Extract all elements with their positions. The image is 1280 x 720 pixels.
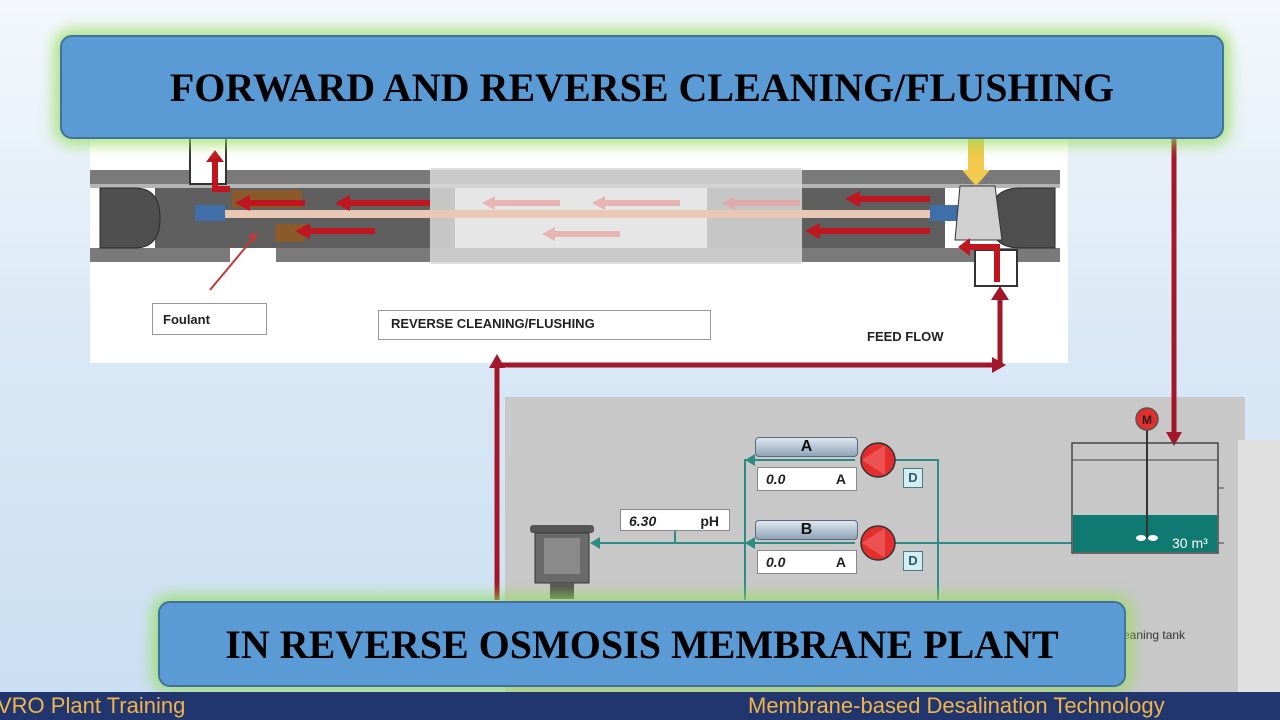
- foulant-pointer: [209, 235, 256, 291]
- foulant-label: Foulant: [152, 303, 267, 335]
- flow-arrow: [335, 195, 430, 211]
- pump-a-detail-button[interactable]: D: [903, 468, 923, 488]
- panel-right-strip: [1238, 440, 1280, 692]
- mode-label: REVERSE CLEANING/FLUSHING: [378, 310, 711, 340]
- ph-readout: 6.30 pH: [620, 509, 730, 531]
- svg-text:M: M: [1142, 413, 1152, 427]
- ph-value: 6.30: [629, 513, 657, 529]
- pump-b-current: 0.0 A: [757, 550, 857, 574]
- left-end-cap: [99, 187, 161, 249]
- foulant-deposit-bottom: [275, 224, 305, 242]
- pump-b-label: B: [755, 520, 858, 540]
- pump-a-label: A: [755, 437, 858, 457]
- pump-a-current: 0.0 A: [757, 467, 857, 491]
- footer-bar: [0, 692, 1280, 720]
- flow-arrow: [592, 196, 680, 210]
- pipe-arrow-right: [992, 357, 1006, 373]
- flow-arrow: [482, 196, 560, 210]
- outlet-arrow: [206, 150, 230, 192]
- pump-b-icon[interactable]: [860, 525, 896, 561]
- flow-arrow: [845, 191, 930, 207]
- title-text: FORWARD AND REVERSE CLEANING/FLUSHING: [169, 64, 1115, 110]
- foulant-pointer-head: [248, 232, 258, 243]
- flow-arrow: [542, 227, 620, 241]
- flow-arrow: [805, 223, 930, 239]
- flow-arrow: [295, 223, 375, 239]
- cleaning-tank: [1071, 425, 1224, 554]
- footer-right-text: Membrane-based Desalination Technology: [748, 693, 1165, 718]
- dosing-arrow: [590, 537, 600, 549]
- tank-volume: 30 m³: [1172, 535, 1208, 551]
- pump-b-value: 0.0: [766, 554, 786, 570]
- title-banner: FORWARD AND REVERSE CLEANING/FLUSHING: [60, 35, 1224, 139]
- pump-a-icon[interactable]: [860, 442, 896, 478]
- yellow-feed-arrow: [968, 137, 984, 173]
- subtitle-text: IN REVERSE OSMOSIS MEMBRANE PLANT: [225, 621, 1059, 667]
- dosing-arrow-a: [745, 454, 755, 466]
- faded-flow-arrows: [482, 196, 800, 241]
- tank-water: [1073, 515, 1217, 552]
- pump-b-detail-button[interactable]: D: [903, 551, 923, 571]
- permeate-tube: [200, 210, 940, 218]
- subtitle-banner: IN REVERSE OSMOSIS MEMBRANE PLANT: [158, 601, 1126, 687]
- footer-left-text: VRO Plant Training: [0, 693, 186, 718]
- mixer-motor-icon[interactable]: M: [1135, 407, 1159, 431]
- chemical-vessel-icon: [530, 525, 594, 599]
- vessel-bottom-wall-left: [90, 248, 230, 262]
- flow-arrow: [722, 196, 800, 210]
- feed-flow-label: FEED FLOW: [867, 329, 944, 344]
- tank-caption: eaning tank: [1123, 628, 1186, 642]
- left-coupling: [195, 205, 225, 221]
- pump-a-unit: A: [835, 471, 846, 487]
- ph-unit: pH: [700, 513, 719, 529]
- pump-a-value: 0.0: [766, 471, 786, 487]
- flow-arrow: [235, 195, 305, 211]
- pipe-arrow-up: [991, 286, 1009, 300]
- pipe-arrow-down: [1166, 432, 1182, 446]
- flow-arrows: [235, 191, 930, 239]
- inlet-arrow: [958, 238, 1000, 282]
- pump-b-unit: A: [835, 554, 846, 570]
- pipe-arrow-up-left: [489, 354, 505, 368]
- mixer-impeller-icon: [1136, 535, 1158, 541]
- dosing-arrow-b: [745, 537, 755, 549]
- yellow-feed-arrow-head: [962, 170, 990, 186]
- right-coupling: [930, 205, 960, 221]
- feed-funnel: [954, 185, 1003, 241]
